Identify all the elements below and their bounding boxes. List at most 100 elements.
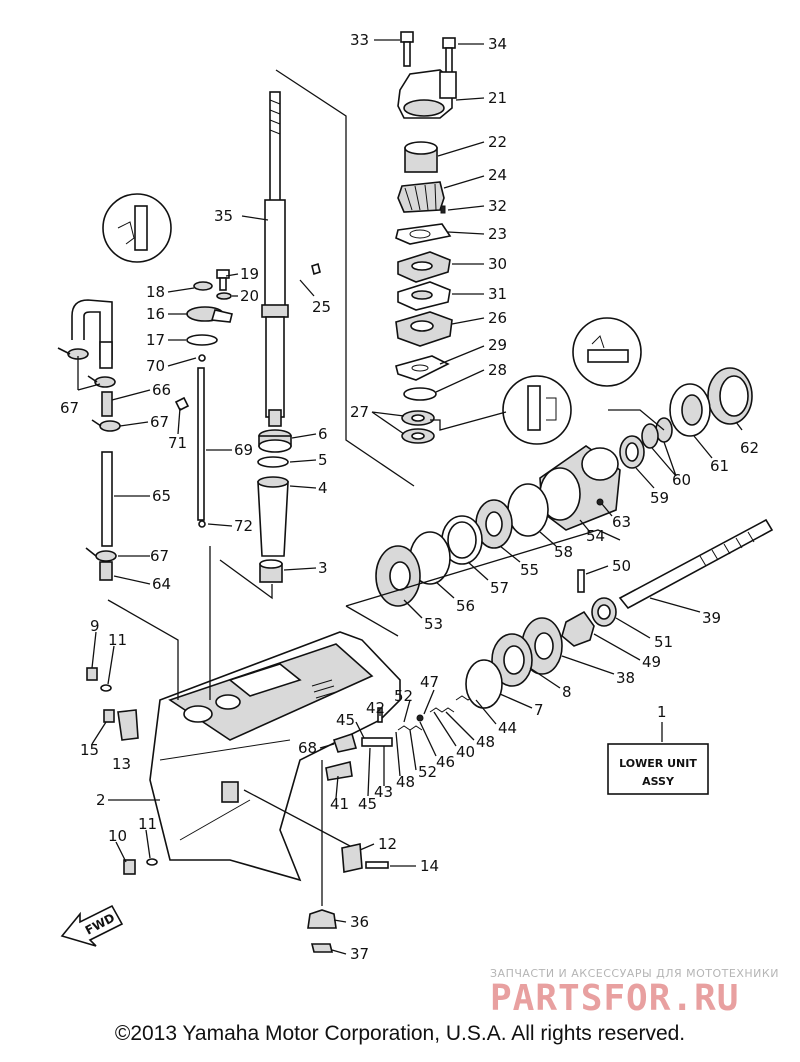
label-2: 2 — [96, 791, 106, 809]
plunger-43 — [361, 737, 393, 747]
frame-line-12 — [243, 789, 351, 847]
gear-53 — [375, 545, 421, 607]
label-11-a: 11 — [108, 631, 127, 649]
label-58: 58 — [554, 543, 573, 561]
screw-14 — [365, 861, 389, 869]
clamp-67-c — [91, 419, 121, 432]
slider-41 — [325, 761, 353, 781]
label-47: 47 — [420, 673, 439, 691]
label-4: 4 — [318, 479, 328, 497]
label-35: 35 — [214, 207, 233, 225]
grommet-18 — [193, 281, 213, 291]
label-63: 63 — [612, 513, 631, 531]
pin-50 — [577, 569, 585, 593]
clamp-67-b — [87, 375, 116, 388]
label-37: 37 — [350, 945, 369, 963]
frame-line-27 — [430, 411, 507, 431]
bolt-34 — [442, 37, 456, 75]
label-7: 7 — [534, 701, 544, 719]
label-67-a: 67 — [60, 399, 79, 417]
label-40: 40 — [456, 743, 475, 761]
bearing-3 — [259, 559, 283, 583]
oring-58 — [507, 483, 549, 537]
clamp-67-a — [57, 347, 89, 360]
label-71: 71 — [168, 434, 187, 452]
bolt-63 — [596, 498, 604, 506]
label-43: 43 — [374, 783, 393, 801]
frame-line-gear-top — [345, 529, 621, 607]
lower-unit-assy-box: LOWER UNIT ASSY — [607, 743, 709, 795]
label-24: 24 — [488, 166, 507, 184]
bolt-19 — [216, 269, 230, 291]
label-72: 72 — [234, 517, 253, 535]
label-66: 66 — [152, 381, 171, 399]
plate-12 — [341, 843, 363, 873]
bearing-8 — [491, 633, 533, 687]
label-45-b: 45 — [358, 795, 377, 813]
bracket-16 — [186, 306, 233, 323]
watermark: ЗАПЧАСТИ И АКСЕССУАРЫ ДЛЯ МОТОТЕХНИКИ PA… — [490, 967, 779, 1019]
label-18: 18 — [146, 283, 165, 301]
housing-54 — [539, 445, 621, 531]
gasket-29 — [395, 355, 450, 381]
label-52-a: 52 — [394, 687, 413, 705]
bearing-51 — [591, 597, 617, 627]
label-21: 21 — [488, 89, 507, 107]
box-line-2: ASSY — [642, 775, 675, 788]
part-labels: 33 34 21 22 24 32 23 30 31 26 29 28 27 3… — [60, 31, 759, 963]
label-9: 9 — [90, 617, 100, 635]
label-45-a: 45 — [336, 711, 355, 729]
box-line-1: LOWER UNIT — [619, 757, 697, 770]
spring-40 — [429, 707, 455, 713]
washer-61 — [669, 383, 711, 437]
label-65: 65 — [152, 487, 171, 505]
insert-22 — [404, 141, 438, 173]
label-52-b: 52 — [418, 763, 437, 781]
label-5: 5 — [318, 451, 328, 469]
label-26: 26 — [488, 309, 507, 327]
plug-10 — [123, 859, 136, 875]
impeller-24 — [397, 181, 445, 213]
label-27: 27 — [350, 403, 369, 421]
label-3: 3 — [318, 559, 328, 577]
label-19: 19 — [240, 265, 259, 283]
label-39: 39 — [702, 609, 721, 627]
frame-line-pump — [275, 69, 415, 487]
label-13: 13 — [112, 755, 131, 773]
seals-60 — [641, 417, 673, 449]
plate-31 — [397, 281, 451, 311]
label-15: 15 — [80, 741, 99, 759]
washer-11-b — [146, 858, 158, 866]
water-tube-upper — [71, 299, 113, 369]
oring-17 — [186, 334, 218, 346]
seal-64 — [99, 561, 113, 581]
label-46: 46 — [436, 753, 455, 771]
fwd-arrow: FWD — [60, 904, 124, 947]
label-56: 56 — [456, 597, 475, 615]
label-67-c: 67 — [150, 547, 169, 565]
bearing-59 — [619, 435, 645, 469]
label-28: 28 — [488, 361, 507, 379]
label-41: 41 — [330, 795, 349, 813]
label-11-b: 11 — [138, 815, 157, 833]
sleeve-4 — [257, 476, 289, 557]
label-1: 1 — [657, 703, 667, 721]
label-68: 68 — [298, 739, 317, 757]
clip-71 — [174, 396, 190, 412]
label-48-a: 48 — [476, 733, 495, 751]
label-25: 25 — [312, 298, 331, 316]
pinion-36 — [307, 909, 337, 929]
label-29: 29 — [488, 336, 507, 354]
lower-case-2 — [149, 631, 401, 882]
clutch-49 — [561, 610, 595, 647]
label-48-b: 48 — [396, 773, 415, 791]
label-57: 57 — [490, 579, 509, 597]
cap-62 — [707, 367, 753, 425]
label-38: 38 — [616, 669, 635, 687]
frame-line-tube — [107, 599, 179, 700]
watermark-tagline: ЗАПЧАСТИ И АКСЕССУАРЫ ДЛЯ МОТОТЕХНИКИ — [490, 967, 779, 980]
label-12: 12 — [378, 835, 397, 853]
inset-detail-right — [572, 317, 642, 387]
label-36: 36 — [350, 913, 369, 931]
